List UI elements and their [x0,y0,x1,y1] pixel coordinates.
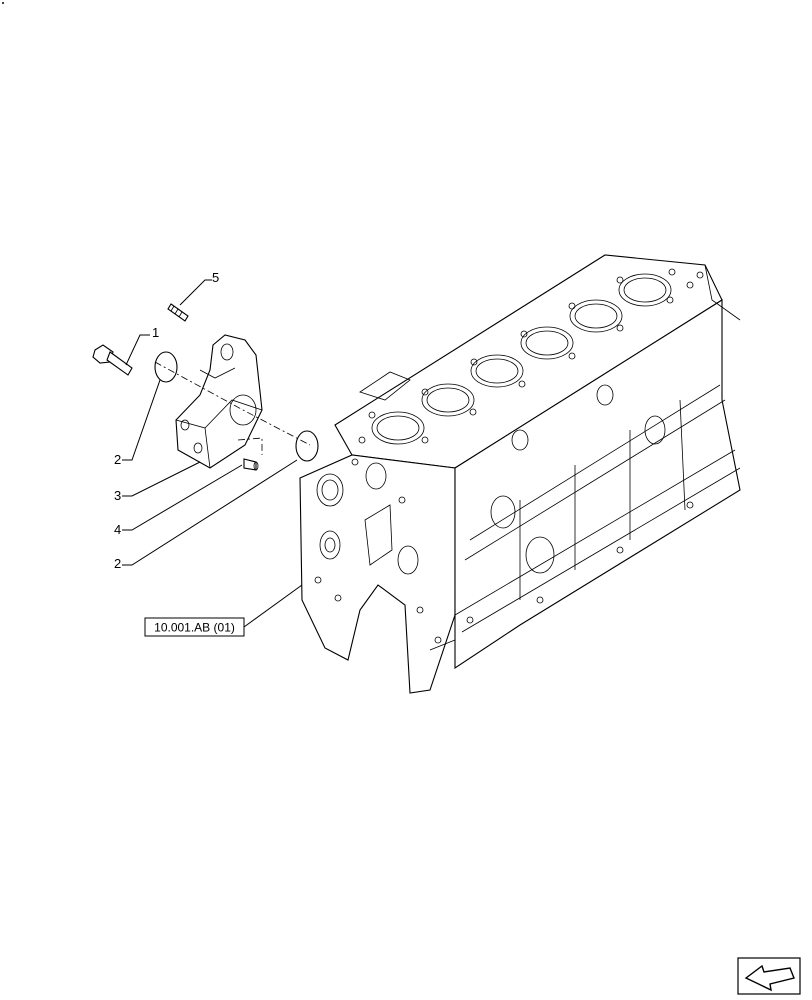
part-2-o-ring-lower [295,430,319,462]
previous-page-arrow-icon[interactable] [737,957,801,995]
side-bosses [466,384,694,624]
front-face-features [314,458,442,644]
part-4-dowel-pin [243,458,259,471]
part-2-o-ring-upper [154,351,178,383]
leader-lines [122,279,303,628]
cylinder-bores [371,273,672,445]
reference-box[interactable]: 10.001.AB (01) [144,617,245,637]
part-3-housing [175,334,263,469]
reference-label: 10.001.AB (01) [154,621,235,635]
deck-bolt-holes [358,268,704,444]
assembly-centerline-upper [154,361,311,446]
callout-3: 3 [114,488,121,503]
callout-4: 4 [114,522,121,537]
callout-2-upper: 2 [114,452,121,467]
corner-dot [2,2,4,4]
engine-block [299,254,741,694]
callout-5: 5 [212,270,219,285]
callout-2-lower: 2 [114,556,121,571]
part-1-bolt [92,344,133,376]
callout-1: 1 [152,325,159,340]
part-5-stud [167,303,189,322]
assembly-centerline-lower [237,437,263,455]
